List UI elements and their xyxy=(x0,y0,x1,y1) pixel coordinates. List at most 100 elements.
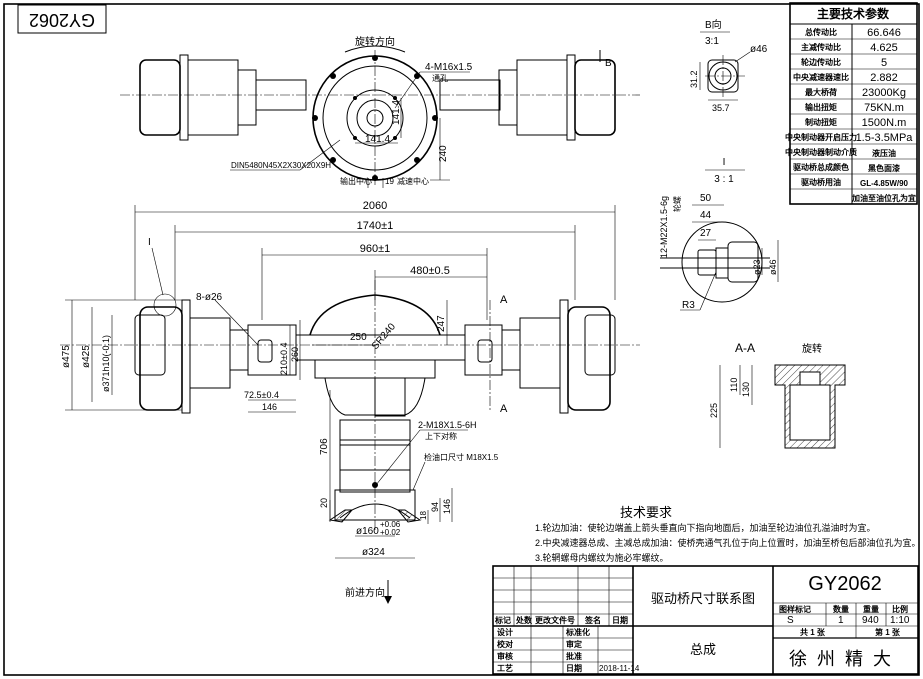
svg-text:260: 260 xyxy=(290,347,300,362)
drawing-number-inverted: GY2062 xyxy=(17,4,107,34)
tech-requirements: 技术要求 1.轮边加油：使轮边端盖上箭头垂直向下指向地面后，加油至轮边油位孔溢油… xyxy=(535,505,921,563)
param-name: 制动扭矩 xyxy=(805,117,837,127)
svg-text:I: I xyxy=(723,157,726,168)
svg-text:+0.06: +0.06 xyxy=(380,520,401,529)
svg-text:B向: B向 xyxy=(705,18,722,31)
svg-text:4-M16x1.5: 4-M16x1.5 xyxy=(425,62,473,73)
svg-text:上下对称: 上下对称 xyxy=(425,431,457,441)
svg-text:250: 250 xyxy=(350,332,367,343)
svg-text:ø324: ø324 xyxy=(362,547,385,558)
svg-text:1:10: 1:10 xyxy=(890,615,910,626)
param-value: 液压油 xyxy=(872,148,896,158)
svg-text:1740±1: 1740±1 xyxy=(357,220,394,232)
requirement-item: 3.轮辋螺母内螺纹为施必牢螺纹。 xyxy=(535,552,669,563)
param-value: 66.646 xyxy=(867,27,901,39)
svg-text:480±0.5: 480±0.5 xyxy=(410,265,450,277)
requirement-item: 2.中央减速器总成、主减总成加油：使桥壳通气孔位于向上位置时，加油至桥包后部油位… xyxy=(535,537,921,548)
param-value: 5 xyxy=(881,57,887,69)
svg-text:72.5±0.4: 72.5±0.4 xyxy=(244,390,279,400)
svg-text:第 1 张: 第 1 张 xyxy=(875,627,901,637)
svg-text:ø160: ø160 xyxy=(356,526,379,537)
svg-text:输出中心: 输出中心 xyxy=(340,176,372,186)
svg-text:总成: 总成 xyxy=(690,642,716,657)
svg-text:20: 20 xyxy=(319,498,329,508)
svg-text:A: A xyxy=(500,294,508,306)
svg-text:驱动桥尺寸联系图: 驱动桥尺寸联系图 xyxy=(651,591,755,606)
svg-text:更改文件号: 更改文件号 xyxy=(535,615,575,625)
svg-text:ø425: ø425 xyxy=(81,345,92,368)
svg-text:247: 247 xyxy=(436,315,447,332)
svg-text:减速中心: 减速中心 xyxy=(397,176,429,186)
param-value: 黑色面漆 xyxy=(868,163,900,173)
svg-text:工艺: 工艺 xyxy=(497,663,513,673)
svg-text:ø23: ø23 xyxy=(752,259,762,275)
svg-text:ø475: ø475 xyxy=(61,345,72,368)
svg-text:706: 706 xyxy=(319,438,330,455)
svg-text:31.2: 31.2 xyxy=(689,70,699,88)
svg-text:+0.02: +0.02 xyxy=(380,528,401,537)
param-value: 2.882 xyxy=(870,72,898,84)
section-a-a: A-A 旋转 110 130 225 xyxy=(709,341,846,449)
svg-text:35.7: 35.7 xyxy=(712,103,730,113)
svg-text:校对: 校对 xyxy=(497,639,513,649)
svg-text:3 : 1: 3 : 1 xyxy=(714,174,734,185)
svg-text:8-ø26: 8-ø26 xyxy=(196,292,223,303)
svg-text:94: 94 xyxy=(430,502,440,512)
svg-text:检油口尺寸 M18X1.5: 检油口尺寸 M18X1.5 xyxy=(424,452,499,462)
svg-text:重量: 重量 xyxy=(863,604,879,614)
svg-text:3:1: 3:1 xyxy=(705,36,719,47)
param-name: 驱动桥总成颜色 xyxy=(793,162,849,172)
svg-text:27: 27 xyxy=(700,228,712,239)
svg-text:146: 146 xyxy=(262,402,277,412)
param-name: 主减传动比 xyxy=(801,42,841,52)
param-value: 1500N.m xyxy=(862,117,907,129)
svg-text:940: 940 xyxy=(862,615,879,626)
svg-text:处数: 处数 xyxy=(515,615,533,625)
svg-text:44: 44 xyxy=(700,210,712,221)
svg-text:数量: 数量 xyxy=(833,604,849,614)
lower-view: 706 2-M18X1.5-6H 上下对称 检油口尺寸 M18X1.5 20 1… xyxy=(319,377,499,604)
param-value: GL-4.85W/90 xyxy=(860,179,909,188)
svg-text:141.4: 141.4 xyxy=(391,100,402,125)
view-b: B向 3:1 ø46 31.2 35.7 xyxy=(689,18,768,113)
svg-text:ø46: ø46 xyxy=(768,259,778,275)
svg-text:GY2062: GY2062 xyxy=(29,10,95,30)
svg-text:审定: 审定 xyxy=(566,639,582,649)
top-view: B 旋转方向 4-M16x1.5 通孔 141.4 141.4 240 DIN5 xyxy=(120,35,640,188)
param-name: 中央制动器制动介质 xyxy=(785,147,857,157)
param-value: 加油至油位孔为宜 xyxy=(851,193,916,203)
svg-text:A-A: A-A xyxy=(735,341,755,355)
svg-text:设计: 设计 xyxy=(497,627,513,637)
param-name: 轮边传动比 xyxy=(801,57,841,67)
svg-text:旋转: 旋转 xyxy=(802,342,822,355)
svg-text:日期: 日期 xyxy=(566,663,582,673)
svg-text:审核: 审核 xyxy=(497,651,513,661)
svg-text:1: 1 xyxy=(838,615,844,626)
svg-text:GY2062: GY2062 xyxy=(808,573,881,595)
svg-text:141.4: 141.4 xyxy=(365,134,390,145)
title-block: 标记 处数 更改文件号 签名 日期 设计 校对 审核 工艺 标准化 审定 批准 … xyxy=(492,565,919,675)
param-value: 75KN.m xyxy=(864,102,904,114)
svg-text:S: S xyxy=(787,615,794,626)
svg-text:2018-11-14: 2018-11-14 xyxy=(599,664,640,673)
svg-text:960±1: 960±1 xyxy=(360,243,391,255)
svg-text:2-M18X1.5-6H: 2-M18X1.5-6H xyxy=(418,420,477,430)
svg-text:标准化: 标准化 xyxy=(565,627,590,637)
svg-text:标记: 标记 xyxy=(494,615,511,625)
svg-text:ø371h10(-0.1): ø371h10(-0.1) xyxy=(101,335,111,392)
svg-text:A: A xyxy=(500,403,508,415)
param-name: 总传动比 xyxy=(805,27,837,37)
svg-text:前进方向: 前进方向 xyxy=(345,586,385,599)
param-name: 中央制动器开启压力 xyxy=(785,132,857,142)
svg-text:比例: 比例 xyxy=(892,604,908,614)
front-view: 2060 1740±1 960±1 480±0.5 I xyxy=(60,200,640,530)
svg-text:主要技术参数: 主要技术参数 xyxy=(817,6,890,21)
param-name: 输出扭矩 xyxy=(805,102,837,112)
param-value: 4.625 xyxy=(870,42,898,54)
svg-text:I: I xyxy=(148,237,151,248)
svg-text:旋转方向: 旋转方向 xyxy=(355,35,395,48)
svg-text:轮螺: 轮螺 xyxy=(672,196,682,212)
svg-text:图样标记: 图样标记 xyxy=(779,604,811,614)
param-value: 1.5-3.5MPa xyxy=(856,132,914,144)
param-name: 驱动桥用油 xyxy=(801,177,841,187)
